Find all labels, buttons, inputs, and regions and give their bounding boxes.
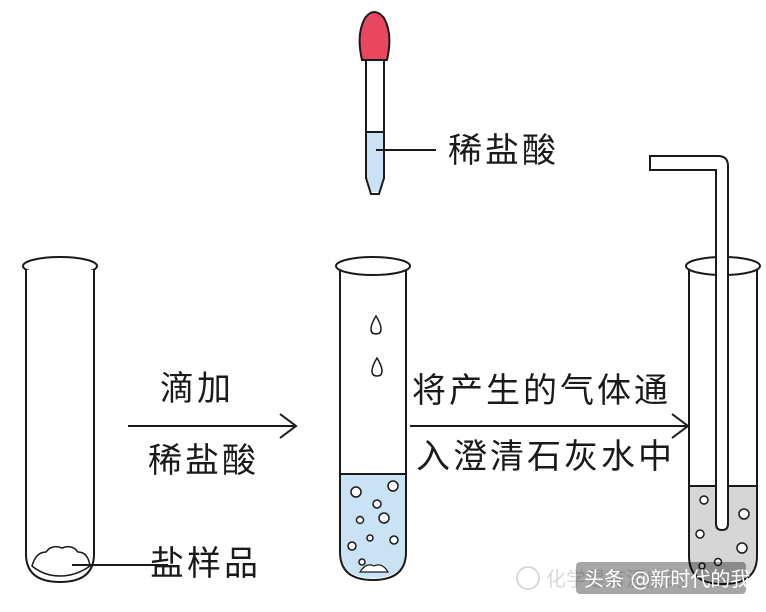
watermark: 化学是有温度的 头条 @新时代的我: [516, 562, 750, 594]
watermark-back-text: 化学是有温度的: [546, 567, 686, 591]
falling-drop: [371, 356, 383, 377]
dropper-bulb: [358, 11, 391, 61]
add-label-line1: 滴加: [160, 369, 234, 409]
arrow-add-acid: 滴加 稀盐酸: [128, 369, 298, 481]
add-label-line2: 稀盐酸: [148, 441, 259, 481]
salt-sample-powder: [31, 545, 91, 577]
limewater-liquid: [690, 486, 756, 582]
limewater-bubbles: [695, 495, 750, 570]
test-tube-salt: 盐样品: [22, 256, 261, 584]
gas-label-line2: 入澄清石灰水中: [416, 437, 675, 477]
test-tube-limewater: [649, 155, 761, 586]
arrow-gas-to-limewater: 将产生的气体通 入澄清石灰水中: [410, 371, 690, 477]
gas-bubbles: [347, 480, 399, 566]
hcl-liquid: [341, 474, 405, 578]
dropper-liquid: [367, 132, 383, 192]
gas-label-line1: 将产生的气体通: [412, 371, 671, 411]
residual-sample: [358, 564, 390, 573]
salt-sample-label: 盐样品: [150, 544, 261, 584]
dropper-label: 稀盐酸: [448, 131, 559, 171]
falling-drop: [370, 314, 382, 335]
test-tube-reaction: [335, 256, 411, 582]
watermark-logo: [516, 566, 540, 590]
delivery-tube: [649, 155, 729, 532]
watermark-front-text: 头条 @新时代的我: [584, 567, 750, 591]
dropper: 稀盐酸: [358, 11, 559, 195]
